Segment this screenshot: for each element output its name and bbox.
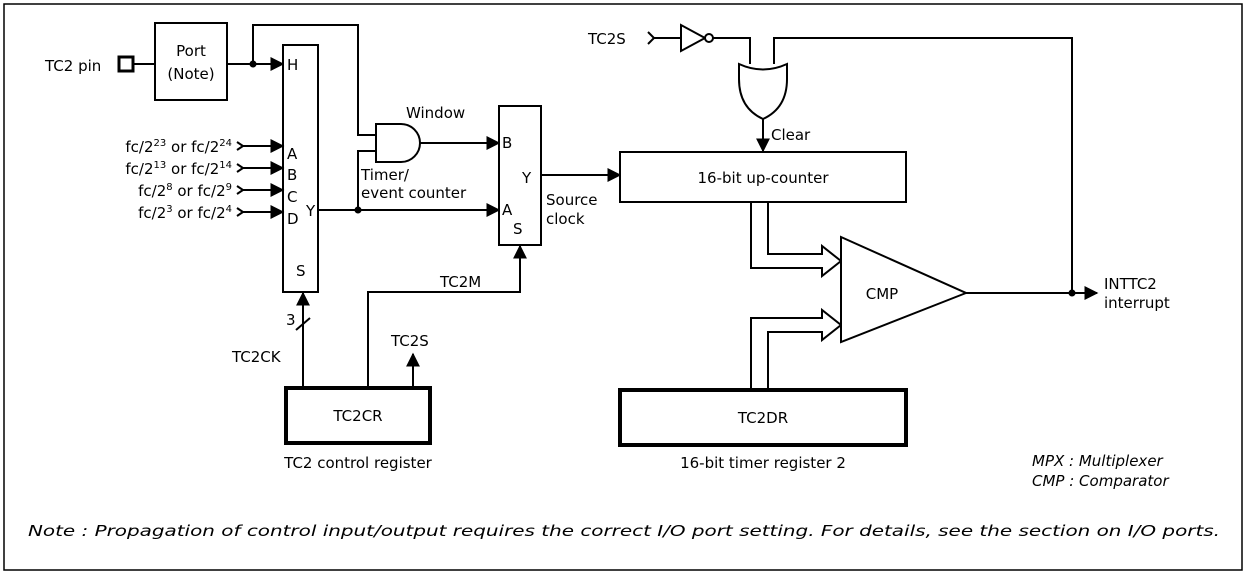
interrupt-label-1: INTTC2 — [1104, 275, 1157, 293]
mux1-input-d: D — [287, 210, 299, 228]
clock-source-item: fc/213 or fc/214 — [125, 160, 232, 178]
window-and-gate — [375, 123, 421, 163]
mux1-input-c: C — [287, 188, 297, 206]
clock-source-item: fc/28 or fc/29 — [138, 182, 232, 200]
clock-source-item: fc/23 or fc/24 — [138, 204, 232, 222]
source-clock-label-1: Source — [546, 191, 598, 209]
tc2-pin-label: TC2 pin — [44, 57, 101, 75]
tc2dr-caption: 16-bit timer register 2 — [680, 454, 846, 472]
up-counter-label: 16-bit up-counter — [698, 169, 830, 187]
interrupt-label-2: interrupt — [1104, 294, 1170, 312]
clock-multiplexer — [282, 44, 319, 293]
up-counter-box — [619, 151, 907, 203]
clock-source-list: fc/223 or fc/224 fc/213 or fc/214 fc/28 … — [125, 138, 232, 222]
timer-event-label-2: event counter — [361, 184, 467, 202]
clock-source-item: fc/223 or fc/224 — [125, 138, 232, 156]
tc2m-label: TC2M — [439, 273, 481, 291]
clear-label: Clear — [771, 126, 811, 144]
tc2s-input-label: TC2S — [587, 30, 626, 48]
tc2dr-register — [618, 388, 908, 447]
comparator — [840, 235, 969, 344]
tc2cr-caption: TC2 control register — [283, 454, 433, 472]
port-label: Port — [176, 42, 206, 60]
mux2-output-y: Y — [521, 169, 532, 187]
legend-mpx: MPX : Multiplexer — [1032, 452, 1164, 470]
register-to-cmp-bus — [750, 307, 843, 390]
inverter-gate — [680, 23, 708, 53]
source-clock-label-2: clock — [546, 210, 585, 228]
counter-to-cmp-bus — [750, 202, 843, 279]
tc2s-output-label: TC2S — [390, 332, 429, 350]
footnote: Note : Propagation of control input/outp… — [28, 522, 1220, 540]
mux2-select-s: S — [513, 220, 523, 238]
tc2dr-label: TC2DR — [737, 409, 788, 427]
tc2ck-label: TC2CK — [231, 348, 282, 366]
figure-frame — [3, 3, 1243, 571]
window-label: Window — [406, 104, 465, 122]
mux1-output-y: Y — [305, 202, 316, 220]
mux1-input-h: H — [287, 56, 298, 74]
clock-input-arrows — [236, 139, 285, 219]
port-box — [154, 22, 228, 101]
mux2-input-a: A — [502, 201, 513, 219]
tc2cr-label: TC2CR — [332, 407, 382, 425]
clear-or-gate — [738, 62, 788, 121]
inverter-bubble — [704, 33, 714, 43]
bus-width-label: 3 — [286, 311, 296, 329]
cmp-label: CMP — [866, 285, 898, 303]
port-note-label: (Note) — [167, 65, 214, 83]
mux2-input-b: B — [502, 134, 512, 152]
junction-dot — [1068, 289, 1076, 297]
timer-event-label-1: Timer/ — [360, 166, 410, 184]
mux1-input-a: A — [287, 145, 298, 163]
tc2-pin-square — [117, 55, 135, 73]
legend-cmp: CMP : Comparator — [1032, 472, 1169, 490]
tc2cr-register — [284, 386, 432, 445]
mux1-select-s: S — [296, 262, 306, 280]
mux1-input-b: B — [287, 166, 297, 184]
